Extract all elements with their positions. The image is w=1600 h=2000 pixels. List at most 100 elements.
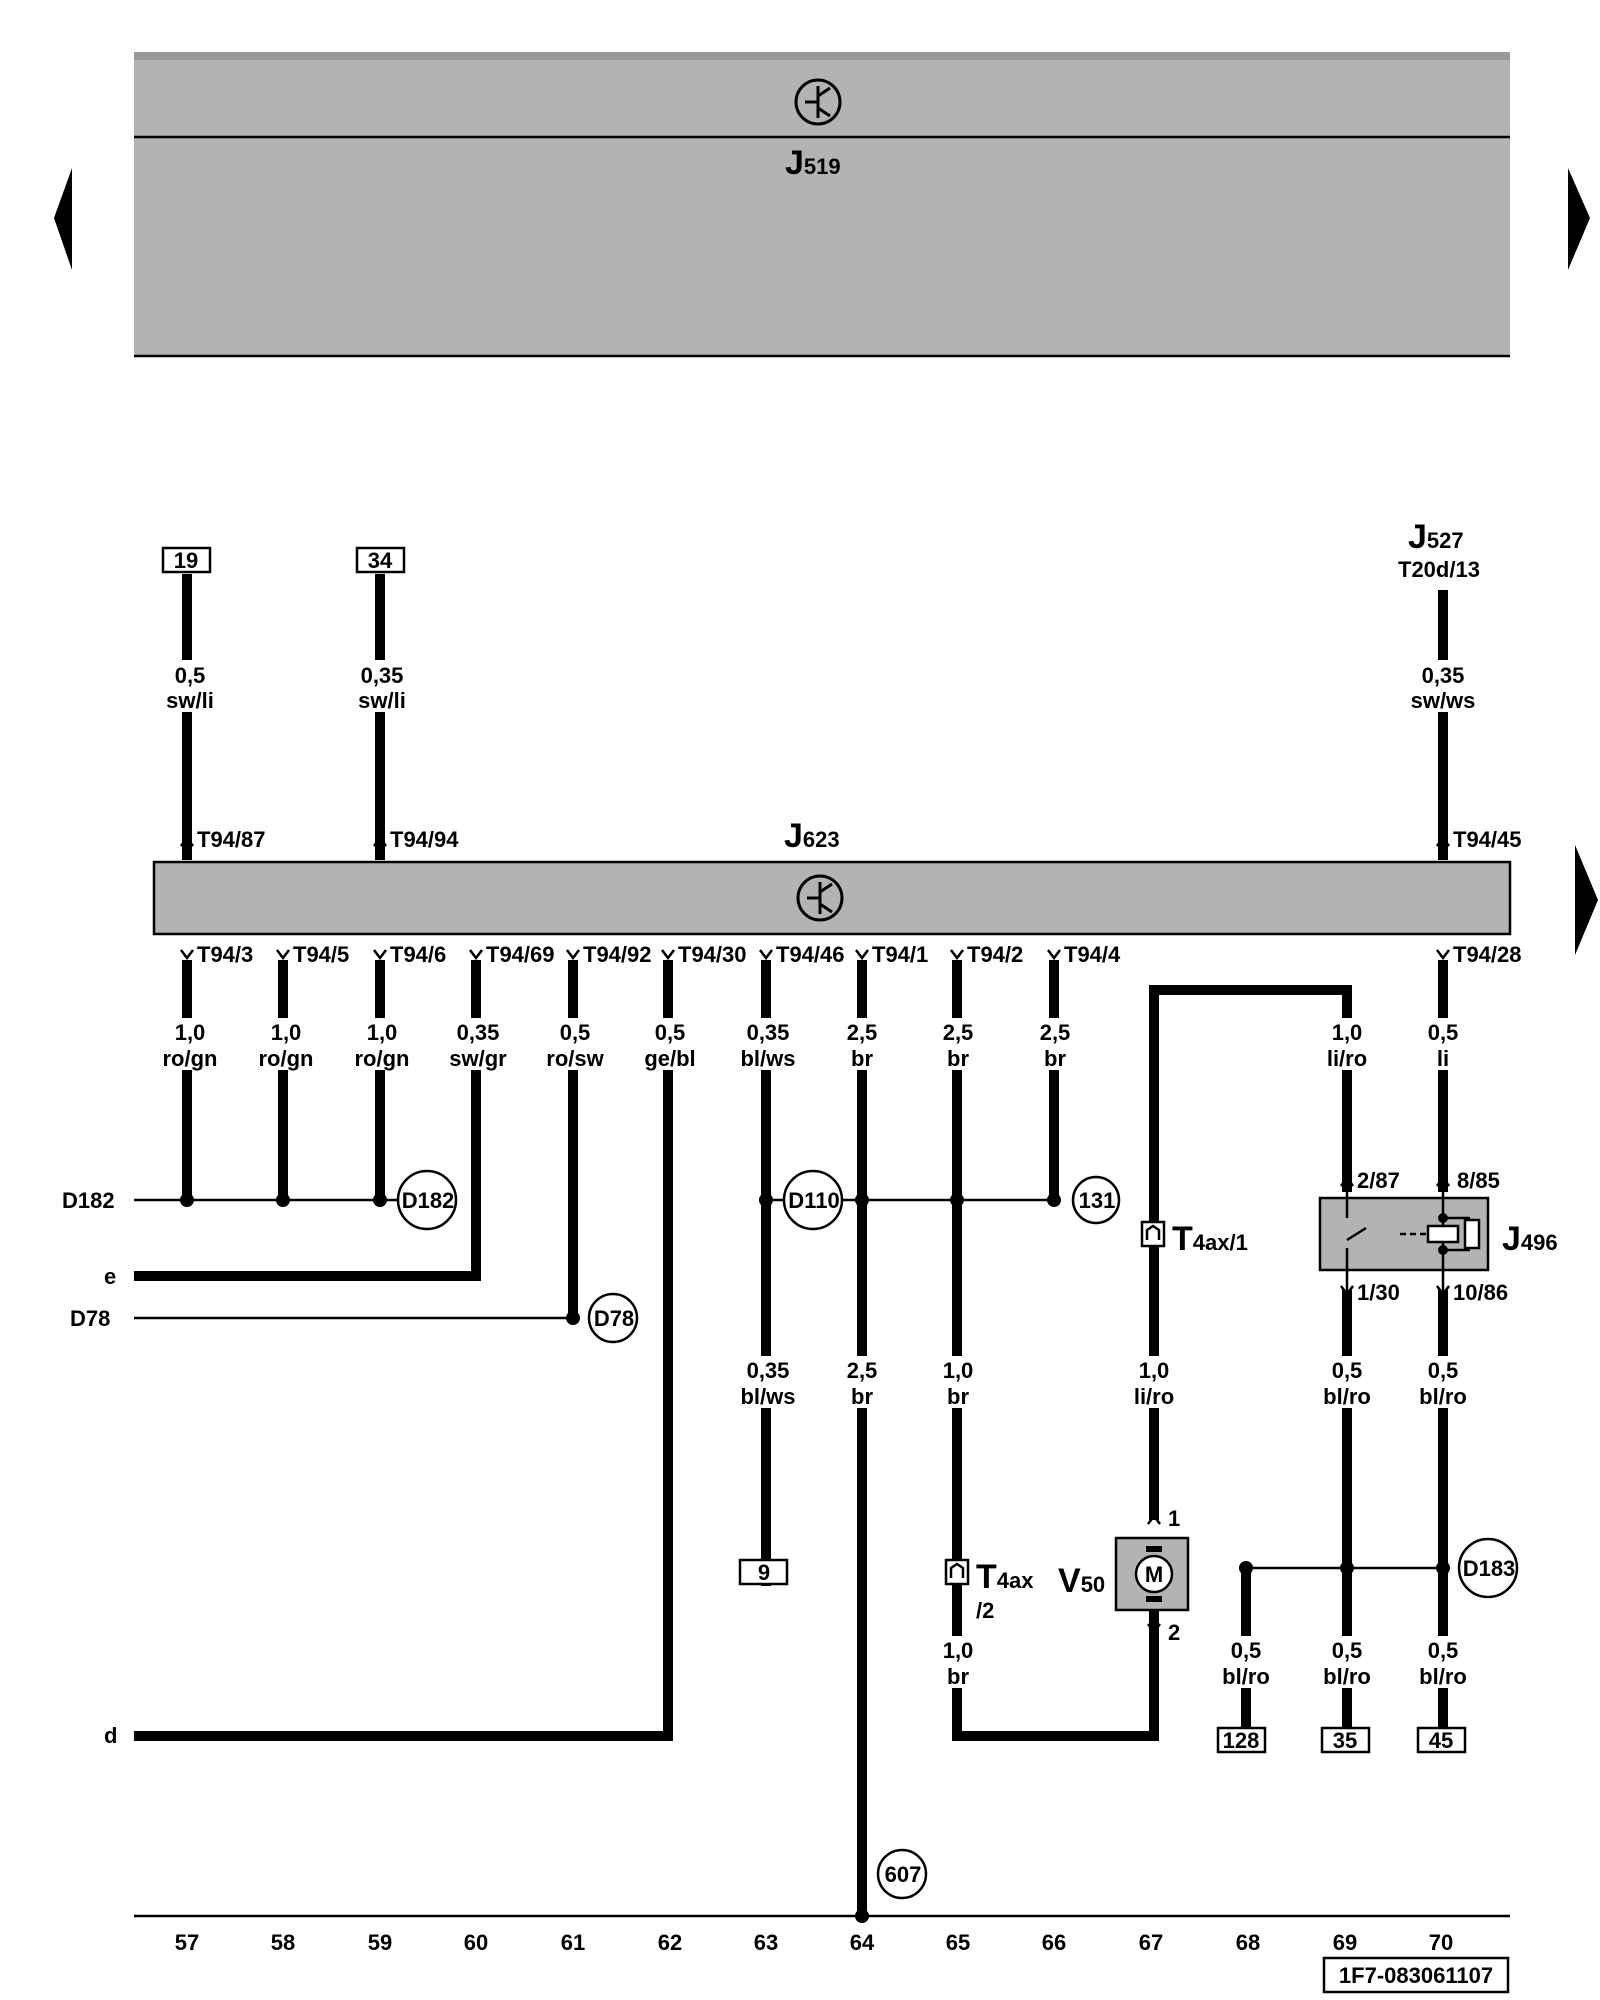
motor-icon: M bbox=[1145, 1562, 1163, 1587]
reference-box-34-label: 34 bbox=[368, 548, 393, 573]
wire-size-label: 0,35 bbox=[747, 1020, 790, 1045]
j527-pin-label: T20d/13 bbox=[1398, 557, 1480, 582]
track-number: 63 bbox=[754, 1930, 778, 1955]
next-page-arrow-icon[interactable] bbox=[1568, 168, 1590, 270]
wire-color-label: br bbox=[947, 1046, 969, 1071]
track-number: 62 bbox=[658, 1930, 682, 1955]
j519-label: J519 bbox=[785, 144, 841, 182]
pin-label: T94/92 bbox=[583, 942, 652, 967]
d78-left-label: D78 bbox=[70, 1306, 110, 1331]
pin-label: 1/30 bbox=[1357, 1280, 1400, 1305]
v50-label: V50 bbox=[1058, 1562, 1105, 1600]
svg-text:607: 607 bbox=[885, 1862, 922, 1887]
wire-color-label: ro/gn bbox=[163, 1046, 218, 1071]
t4ax-2-label: T4ax bbox=[976, 1558, 1034, 1596]
wire-color-label: ro/sw bbox=[546, 1046, 604, 1071]
splice-circle-d110: D110 bbox=[782, 1169, 844, 1231]
wire-size-label: 0,5 bbox=[1428, 1638, 1459, 1663]
pin-label: T94/2 bbox=[967, 942, 1023, 967]
pin-label: T94/6 bbox=[390, 942, 446, 967]
previous-page-arrow-icon[interactable] bbox=[54, 168, 72, 270]
wire-size-label: 0,5 bbox=[1332, 1638, 1363, 1663]
reference-box-35 bbox=[1320, 1726, 1371, 1754]
track-number: 64 bbox=[850, 1930, 875, 1955]
splice-circle-131: 131 bbox=[1071, 1175, 1121, 1225]
wire-size-label: 1,0 bbox=[1332, 1020, 1363, 1045]
wire-size-label: 1,0 bbox=[271, 1020, 302, 1045]
pin-label: T94/5 bbox=[293, 942, 349, 967]
v50-pump-motor: M bbox=[1114, 1536, 1190, 1612]
t4ax-2-pin: /2 bbox=[976, 1598, 994, 1623]
track-number: 58 bbox=[271, 1930, 295, 1955]
track-number: 60 bbox=[464, 1930, 488, 1955]
track-number: 67 bbox=[1139, 1930, 1163, 1955]
reference-box-9 bbox=[738, 1558, 789, 1586]
t4ax-1-label: T4ax/1 bbox=[1172, 1220, 1248, 1258]
wire-size-label: 0,5 bbox=[1332, 1358, 1363, 1383]
wire-color-label: bl/ro bbox=[1419, 1384, 1467, 1409]
pin-label: T94/4 bbox=[1064, 942, 1121, 967]
wire-color-label: bl/ro bbox=[1323, 1664, 1371, 1689]
reference-box-9-label: 9 bbox=[758, 1560, 770, 1585]
track-number: 68 bbox=[1236, 1930, 1260, 1955]
connector-icon bbox=[1140, 1220, 1166, 1248]
pin-label: 2 bbox=[1168, 1620, 1180, 1645]
bottom-pin-arrows bbox=[180, 949, 1450, 961]
splice-circle-d78: D78 bbox=[587, 1292, 639, 1344]
svg-text:D78: D78 bbox=[594, 1306, 634, 1331]
track-number: 61 bbox=[561, 1930, 585, 1955]
wire-size-label: 0,35 bbox=[457, 1020, 500, 1045]
wire-size-label: 2,5 bbox=[847, 1020, 878, 1045]
splice-dots bbox=[180, 1193, 1450, 1923]
electronic-module-icon bbox=[794, 78, 842, 126]
reference-box-35-label: 35 bbox=[1333, 1728, 1357, 1753]
splice-circle-d183: D183 bbox=[1457, 1537, 1519, 1599]
diagram-id-label: 1F7-083061107 bbox=[1339, 1963, 1493, 1988]
wire-size-label: 0,5 bbox=[1428, 1358, 1459, 1383]
wire-color-label: sw/ws bbox=[1411, 688, 1476, 713]
wire-size-label: 0,5 bbox=[655, 1020, 686, 1045]
track-number: 70 bbox=[1429, 1930, 1453, 1955]
continue-right-arrow-icon[interactable] bbox=[1575, 845, 1598, 955]
svg-text:D182: D182 bbox=[402, 1188, 455, 1213]
wire-color-label: bl/ro bbox=[1323, 1384, 1371, 1409]
wire-size-label: 2,5 bbox=[943, 1020, 974, 1045]
wire-size-label: 0,5 bbox=[1231, 1638, 1262, 1663]
wire-size-label: 0,5 bbox=[175, 663, 206, 688]
wire-size-label: 0,35 bbox=[361, 663, 404, 688]
wire-color-label: ro/gn bbox=[259, 1046, 314, 1071]
wire-color-label: ro/gn bbox=[355, 1046, 410, 1071]
wire-color-label: br bbox=[1044, 1046, 1066, 1071]
pin-label: 2/87 bbox=[1357, 1168, 1400, 1193]
current-track-numbers: 57 58 59 60 61 62 63 64 65 66 67 68 69 7… bbox=[175, 1930, 1453, 1955]
track-number: 65 bbox=[946, 1930, 970, 1955]
wire-size-label: 2,5 bbox=[847, 1358, 878, 1383]
pin-label: T94/69 bbox=[486, 942, 555, 967]
j496-label: J496 bbox=[1502, 1220, 1558, 1258]
top-pin-arrows bbox=[180, 835, 1450, 847]
pin-label: T94/28 bbox=[1453, 942, 1522, 967]
e-left-label: e bbox=[104, 1264, 116, 1289]
reference-box-128 bbox=[1216, 1726, 1267, 1754]
track-number: 59 bbox=[368, 1930, 392, 1955]
pin-label: T94/1 bbox=[872, 942, 928, 967]
wire-size-label: 0,5 bbox=[560, 1020, 591, 1045]
j519-control-unit: J519 bbox=[134, 52, 1510, 358]
reference-box-45-label: 45 bbox=[1429, 1728, 1453, 1753]
ground-point-607: 607 bbox=[876, 1848, 928, 1900]
pin-label: T94/87 bbox=[197, 827, 266, 852]
wire-color-label: br bbox=[851, 1384, 873, 1409]
wire-color-label: br bbox=[851, 1046, 873, 1071]
wire-color-label: bl/ro bbox=[1222, 1664, 1270, 1689]
wire-size-label: 0,35 bbox=[1422, 663, 1465, 688]
pin-label: T94/3 bbox=[197, 942, 253, 967]
pin-label: 8/85 bbox=[1457, 1168, 1500, 1193]
reference-box-45 bbox=[1416, 1726, 1467, 1754]
top-wires bbox=[182, 574, 1448, 860]
wire-size-label: 1,0 bbox=[367, 1020, 398, 1045]
svg-text:131: 131 bbox=[1079, 1188, 1116, 1213]
j527-label: J527 bbox=[1408, 518, 1464, 556]
d-left-label: d bbox=[104, 1723, 117, 1748]
wire-color-label: br bbox=[947, 1384, 969, 1409]
